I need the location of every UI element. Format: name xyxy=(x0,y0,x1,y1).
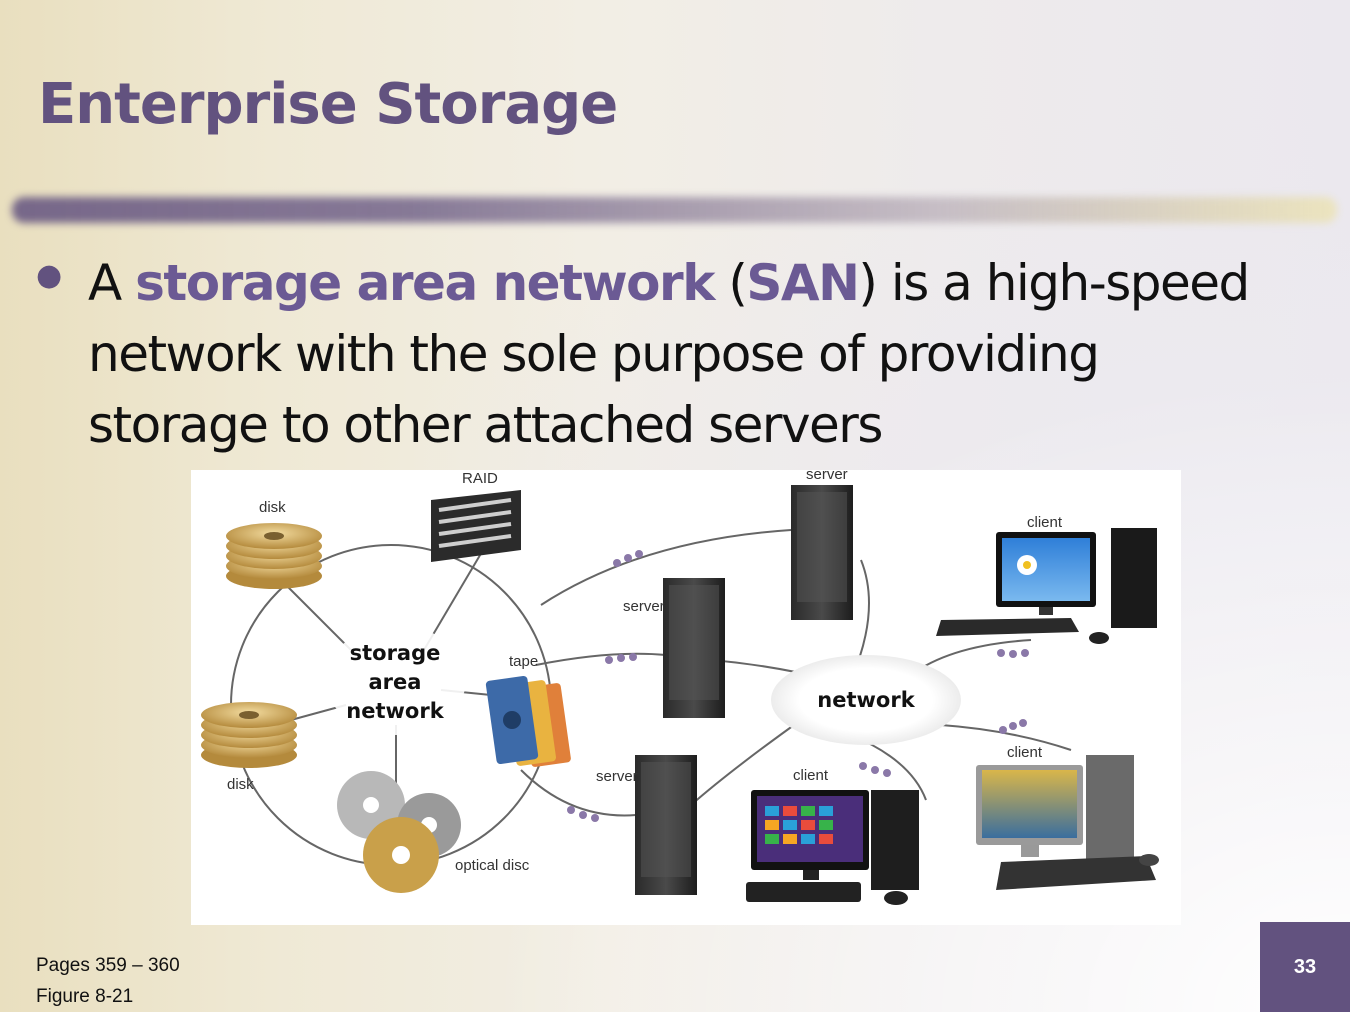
raid-icon xyxy=(431,490,521,562)
tape-icon xyxy=(485,676,571,767)
footnote-figure: Figure 8-21 xyxy=(36,986,134,1007)
disk-top-label: disk xyxy=(259,499,286,516)
bullet-text: A storage area network (SAN) is a high-s… xyxy=(88,248,1256,461)
server-icon-top xyxy=(791,485,853,620)
bullet-rest: ) is a high-speed network with the sole … xyxy=(88,254,1250,454)
san-diagram-svg: network storage area network disk disk xyxy=(201,470,1159,905)
title-divider xyxy=(12,197,1337,223)
server-mid-label: server xyxy=(623,598,665,615)
bullet-item: ● A storage area network (SAN) is a high… xyxy=(36,248,1256,461)
link-dots xyxy=(567,550,1029,822)
san-label-1: storage xyxy=(350,641,441,665)
server-icon-bottom xyxy=(635,755,697,895)
raid-label: RAID xyxy=(462,470,498,487)
network-label: network xyxy=(817,688,915,712)
client-right-label: client xyxy=(1007,744,1043,761)
san-label-bg xyxy=(326,625,466,735)
server-icon-mid xyxy=(663,578,725,718)
client-icon-bottom xyxy=(746,790,919,905)
footnote: Pages 359 – 360 Figure 8-21 xyxy=(36,950,180,1012)
san-label-2: area xyxy=(369,670,422,694)
san-diagram: network storage area network disk disk xyxy=(191,470,1181,925)
client-icon-top xyxy=(936,528,1157,644)
tape-label: tape xyxy=(509,653,538,670)
page-number: 33 xyxy=(1293,955,1317,978)
san-label-3: network xyxy=(346,699,444,723)
bullet-paren: ( xyxy=(713,254,748,312)
client-bottom-label: client xyxy=(793,767,829,784)
disk-bottom-label: disk xyxy=(227,776,254,793)
disk-icon-bottom xyxy=(201,702,297,768)
bullet-dot-icon: ● xyxy=(36,258,63,293)
optical-disc-label: optical disc xyxy=(455,857,530,874)
optical-disc-icon xyxy=(337,771,461,893)
network-cloud xyxy=(771,655,961,745)
server-top-label: server xyxy=(806,470,848,483)
client-top-label: client xyxy=(1027,514,1063,531)
bullet-term: storage area network xyxy=(135,254,715,312)
disk-icon-top xyxy=(226,523,322,589)
bullet-abbr: SAN xyxy=(746,254,860,312)
slide-title: Enterprise Storage xyxy=(38,72,618,137)
client-icon-right xyxy=(976,755,1159,890)
server-bottom-label: server xyxy=(596,768,638,785)
footnote-pages: Pages 359 – 360 xyxy=(36,955,180,976)
bullet-prefix: A xyxy=(88,254,136,312)
page-number-badge: 33 xyxy=(1260,922,1350,1012)
